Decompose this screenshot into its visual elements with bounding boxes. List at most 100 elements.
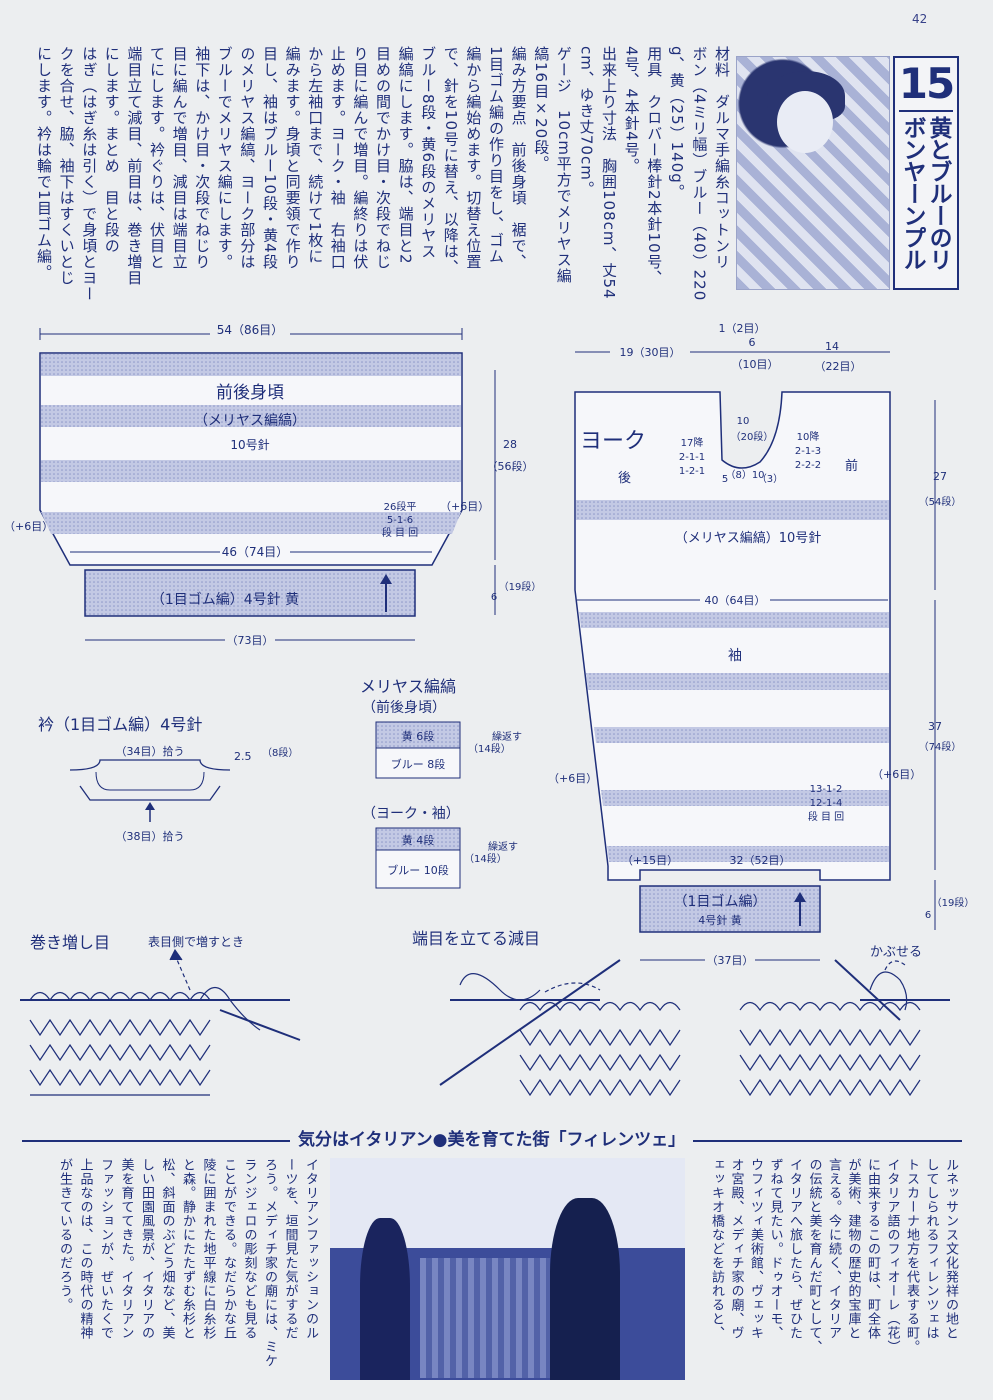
text-column: ファッションが、ぜいたくで [98,1158,113,1340]
text-column: クを合せ、脇、袖下はすくいとじ [57,46,76,286]
model-photo [736,56,890,290]
text-column: 美を育ててきた。イタリアン [118,1158,134,1340]
stripe-yoke-row2: ブルー 10段 [387,863,449,877]
yoke-sleeve-diagram: 1（2目） 19（30目） 6 （10目） 14 （22目） ヨーク 後 前 1… [548,322,974,967]
yoke-bottom-neck1: 5 [722,474,728,485]
text-column: が美術、建物の歴史的宝庫と [845,1158,861,1340]
yoke-neck-sts: （10目） [732,358,779,371]
body-rows: （56段） [487,459,534,473]
text-column: ろう。メディチ家の廟には、ミケ [262,1158,277,1368]
florence-photo [330,1158,685,1380]
decrease-title: 端目を立てる減目 [412,929,540,948]
stripe-yoke-row1: 黄 4段 [402,833,435,847]
body-width-top: 54（86目） [217,323,284,337]
stripe-body-row1: 黄 6段 [402,729,435,743]
text-column: 4号、4本針4号。 [622,46,641,174]
text-column: 松、斜面のぶどう畑など、美 [159,1158,175,1340]
text-column: ェッキオ橋などを訪れると、 [709,1158,724,1340]
text-column: トスカーナ地方を代表する町。 [904,1158,919,1354]
text-column: にします。衿は輪で1目ゴム編。 [35,46,53,281]
body-increase-right: （+6目） [440,500,489,513]
sleeve-rows: （74段） [919,740,962,753]
body-stripes [41,354,461,534]
text-column: 目し、袖はブルー10段・黄4段 [261,46,279,270]
text-column: ブルーでメリヤス編にします。 [215,46,234,270]
knit-swatch-1 [20,948,301,1096]
text-column: ランジェロの彫刻なども見る [241,1158,257,1340]
body-rib-height: 6 [491,592,497,603]
stripe-title: メリヤス編縞 [360,677,456,696]
collar-top: （34目）拾う [116,744,185,758]
text-column: 目に編んで増目、減目は端目立 [170,46,189,270]
photo-cityscape [420,1258,550,1378]
photo-cypress-right [550,1198,620,1380]
body-inc-note3: 段 目 回 [382,526,418,539]
title-divider [899,110,953,112]
sleeve-inc2: 12-1-4 [810,798,843,809]
collar-bottom: （38目）拾う [116,829,185,843]
text-column: g、黄（25）140g。 [667,46,686,200]
text-column: 止めます。ヨーク・袖 右袖口 [328,46,347,270]
text-column: 陵に囲まれた地平線に白糸杉 [200,1158,216,1340]
yoke-neck-depth: 10 [737,416,750,427]
text-column: 言える。今に続く、イタリア [826,1158,841,1340]
text-column: から左袖口まで、続けて1枚に [306,46,325,265]
text-column: が生きているのだろう。 [57,1158,72,1312]
yoke-right-sts: （22目） [815,360,862,373]
stripe-yoke-repeat-note: 繰返す [488,840,518,853]
yoke-name: ヨーク [580,429,646,454]
stripe-chart: メリヤス編縞 （前後身頃） 黄 6段 ブルー 8段 （14段） 繰返す （ヨーク… [360,677,522,889]
body-rib-rows: （19段） [499,580,542,593]
text-column: ブルー8段・黄6段のメリヤス [419,46,438,260]
pattern-title: 黄とブルーのリボンヤーンプル [899,116,951,270]
body-height: 28 [503,438,517,451]
text-column: cm、ゆき丈70cm。 [577,46,596,197]
text-column: で、針を10号に替え、以降は、 [441,46,460,276]
stripe-yoke-repeat: （14段） [464,852,507,865]
cuff-needle: 4号針 黄 [698,913,742,927]
cast-on-note: 表目側で増すとき [148,935,244,949]
text-column: にします。まとめ 目と段の [102,46,121,254]
cuff-width: （37目） [707,954,754,967]
cuff-rows: （19段） [932,896,975,909]
body-inc-note1: 26段平 [384,500,417,513]
yoke-stitch: （メリヤス編縞）10号針 [675,530,822,546]
text-column: り目に編んで増目。編終りは伏 [351,46,370,270]
feature-title: 気分はイタリアン●美を育てた街「フィレンツェ」 [290,1127,694,1153]
stripe-body-repeat-note: 繰返す [492,730,522,743]
stripe-body-repeat: （14段） [468,742,511,755]
body-needle: 10号針 [230,437,269,452]
collar-rows: （8段） [262,746,298,759]
sleeve-name: 袖 [728,648,742,664]
yoke-left-width: 19（30目） [620,346,681,359]
yoke-height: 27 [933,470,947,483]
text-column: しい田園風景が、イタリアの [139,1158,154,1340]
yoke-right-dec1: 2-1-3 [795,446,821,457]
text-column: ことができる。なだらかな丘 [221,1158,236,1340]
text-column: オ宮殿、メディチ家の廟、ヴ [728,1158,744,1340]
body-rib: （1目ゴム編）4号針 黄 [151,591,299,608]
yoke-right-dec2: 2-2-2 [795,460,821,471]
yoke-left-dec2: 1-2-1 [679,466,705,477]
cover-label: かぶせる [870,945,922,960]
text-column: ボン（4ミリ幅）ブルー（40）220 [690,46,709,302]
text-column: に由来するこの町は、町全体 [865,1158,880,1340]
text-column: 編み方要点 前後身頃 裾で、 [509,46,528,270]
yoke-bottom-neck3: （3） [757,473,783,485]
stripe-body-label: （前後身頃） [362,699,446,716]
cast-on-title: 巻き増し目 [30,933,110,952]
collar-title: 衿（1目ゴム編）4号針 [38,715,202,734]
text-column: 袖下は、かけ目・次段でねじり [193,46,212,270]
text-column: 編縞にします。脇は、端目と2 [396,46,415,265]
body-stitch: （メリヤス編縞） [194,412,306,429]
text-column: 用具 クロバー棒針2本針10号、 [645,46,664,286]
body-inc-note2: 5-1-6 [387,515,413,526]
text-column: ーツを、垣間見た気がするだ [282,1158,298,1340]
title-box: 15 黄とブルーのリボンヤーンプル [893,56,959,290]
sleeve-inc3: 段 目 回 [808,810,844,823]
text-column: 上品なのは、この時代の精神 [77,1158,93,1340]
text-column: 目めの間でかけ目・次段でねじ [374,46,392,270]
yoke-right-width: 14 [825,340,839,353]
text-column: 材料 ダルマ手編糸コットンリ [713,46,731,270]
text-column: 縞16目×20段。 [532,46,551,172]
